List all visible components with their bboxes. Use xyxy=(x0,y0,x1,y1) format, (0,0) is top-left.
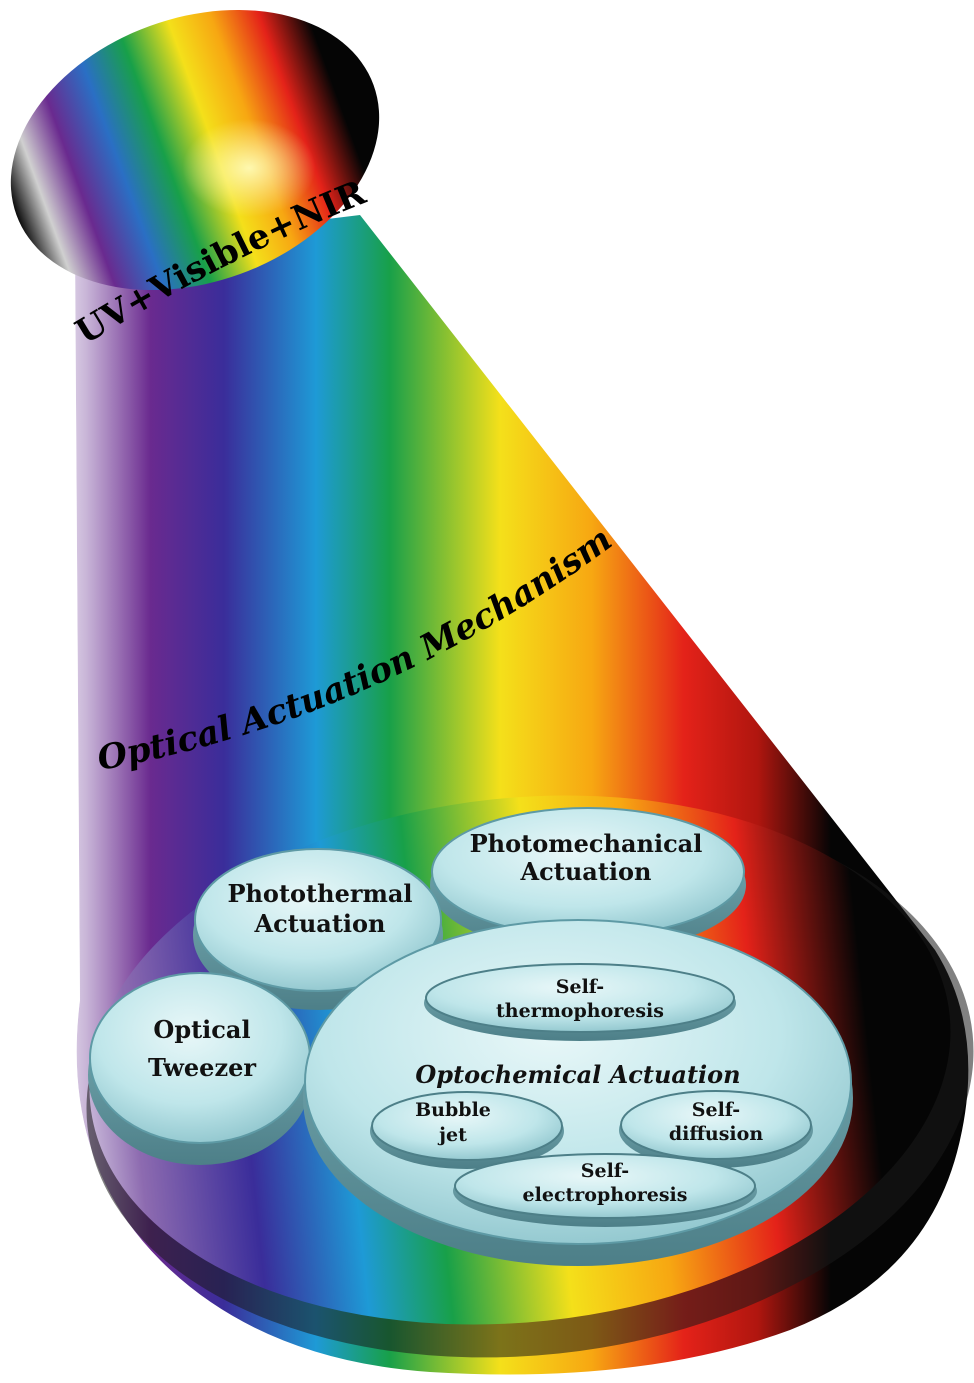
self-diffusion-bubble: Self- diffusion xyxy=(619,1090,813,1168)
photomechanical-label-line1: Photomechanical xyxy=(470,829,703,858)
self-thermophoresis-bubble: Self- thermophoresis xyxy=(424,963,736,1041)
optical-tweezer-label-line1: Optical xyxy=(153,1015,250,1044)
photothermal-label-line2: Actuation xyxy=(254,909,386,938)
light-source xyxy=(10,9,380,291)
optochemical-title: Optochemical Actuation xyxy=(415,1060,740,1089)
self-electrophoresis-label-line2: electrophoresis xyxy=(523,1184,688,1206)
photomechanical-bubble: Photomechanical Actuation xyxy=(430,807,746,953)
self-thermophoresis-label-line1: Self- xyxy=(556,976,604,998)
self-diffusion-label-line1: Self- xyxy=(692,1099,740,1121)
optochemical-bubble: Optochemical Actuation Self- thermophore… xyxy=(303,919,853,1266)
self-electrophoresis-bubble: Self- electrophoresis xyxy=(453,1153,757,1227)
bubble-jet-label-line2: jet xyxy=(437,1124,467,1146)
photothermal-label-line1: Photothermal xyxy=(227,879,412,908)
bubble-jet-label-line1: Bubble xyxy=(415,1099,491,1121)
self-electrophoresis-label-line1: Self- xyxy=(581,1160,629,1182)
optical-tweezer-bubble: Optical Tweezer xyxy=(88,972,312,1165)
optical-tweezer-label-line2: Tweezer xyxy=(148,1053,256,1082)
photomechanical-label-line2: Actuation xyxy=(520,857,652,886)
self-thermophoresis-label-line2: thermophoresis xyxy=(496,1000,664,1022)
self-diffusion-label-line2: diffusion xyxy=(669,1123,763,1145)
beam-left-edge xyxy=(52,250,160,1260)
bubble-jet-bubble: Bubble jet xyxy=(370,1091,564,1169)
